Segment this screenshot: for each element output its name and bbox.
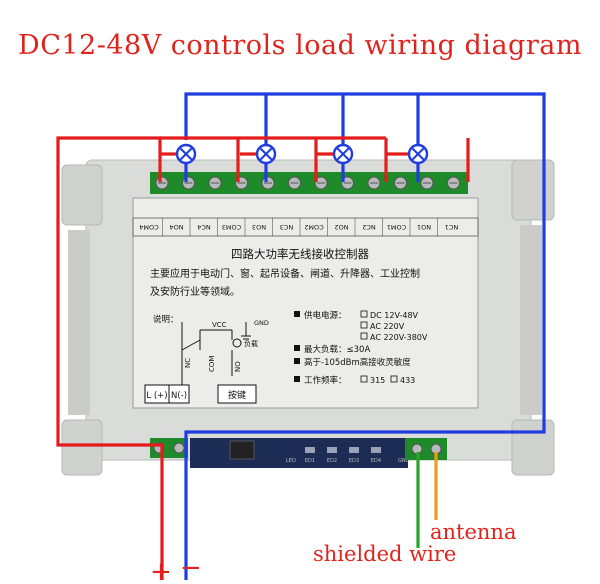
supply-option-2: AC 220V xyxy=(370,322,405,331)
schematic-vcc: VCC xyxy=(212,321,227,329)
pcb-led-label: ED3 xyxy=(349,458,359,464)
pcb-led xyxy=(305,447,315,453)
terminal-label: NO1 xyxy=(417,223,431,231)
pcb-leds: ED1 ED2 ED3 ED4 xyxy=(305,447,381,464)
schematic xyxy=(181,322,251,385)
legend-title: 说明： xyxy=(153,314,179,325)
pcb-gnd-label: GND xyxy=(398,458,410,464)
terminal-label: NC4 xyxy=(197,223,211,231)
spec-sensitivity: 高于-105dBm高接收灵敏度 xyxy=(304,357,411,368)
key-button xyxy=(217,384,257,404)
supply-option-checkbox-1 xyxy=(360,310,368,318)
shielded-wire-label: shielded wire xyxy=(313,542,456,566)
freq-option-2: 433 xyxy=(400,376,415,385)
terminal-label: COM3 xyxy=(222,223,241,231)
right-rail-slot xyxy=(520,225,542,415)
antenna-label: antenna xyxy=(430,520,516,544)
terminal-label: COM2 xyxy=(304,223,323,231)
pcb-led xyxy=(327,447,337,453)
pcb-led-label: ED2 xyxy=(327,458,337,464)
spec-bullet-supply xyxy=(294,311,300,317)
schematic-gnd: GND xyxy=(254,319,269,327)
terminal-label: NO2 xyxy=(334,223,348,231)
spec-frequency-label: 工作频率： xyxy=(304,375,347,386)
spec-bullet-max-load xyxy=(294,345,300,351)
blue-supply-wire xyxy=(184,92,546,580)
load-lamps xyxy=(175,143,429,165)
pcb-led-label: LED xyxy=(286,458,296,464)
left-mounting-ear xyxy=(61,164,103,226)
right-mounting-ear xyxy=(511,159,555,221)
n-minus-button xyxy=(168,384,190,404)
pcb-led xyxy=(371,447,381,453)
schematic-nc: NC xyxy=(184,358,192,368)
pcb-led-label: ED1 xyxy=(305,458,315,464)
terminal-label: NO4 xyxy=(169,223,183,231)
pcb-chip xyxy=(229,440,255,460)
lamp-cross xyxy=(179,147,193,161)
spec-bullet-frequency xyxy=(294,376,300,382)
terminal-label: NC1 xyxy=(445,223,459,231)
schematic-load-lamp xyxy=(232,338,242,348)
lamp-cross xyxy=(336,147,350,161)
terminal-label-row xyxy=(132,217,479,237)
schematic-no: NO xyxy=(234,361,242,372)
top-terminal-screws xyxy=(155,176,460,190)
right-mounting-ear-lower xyxy=(511,419,555,476)
terminal-label: NC3 xyxy=(280,223,294,231)
terminal-label: COM4 xyxy=(139,223,158,231)
left-mounting-ear-lower xyxy=(61,419,103,476)
schematic-load: 负载 xyxy=(244,339,258,348)
lamp-cross xyxy=(411,147,425,161)
lamp-cross xyxy=(259,147,273,161)
top-terminal-block xyxy=(150,172,468,194)
supply-option-checkbox-2 xyxy=(360,321,368,329)
spec-max-load: 最大负载：≤30A xyxy=(304,344,370,355)
panel-heading: 四路大功率无线接收控制器 xyxy=(231,247,369,261)
terminal-labels: COM4 NO4 NC4 COM3 NO3 NC3 COM2 NO2 NC2 COM1 NO1 NC1 xyxy=(139,218,458,236)
red-supply-wire xyxy=(56,136,164,580)
pcb-led-label: ED4 xyxy=(371,458,381,464)
schematic-com: COM xyxy=(208,356,216,372)
spec-supply-label: 供电电源： xyxy=(304,310,347,321)
power-terminal-screw-minus xyxy=(173,442,185,454)
spec-bullet-sensitivity xyxy=(294,358,300,364)
freq-option-checkbox-2 xyxy=(390,375,398,383)
pcb-led xyxy=(349,447,359,453)
terminal-label: COM1 xyxy=(387,223,406,231)
freq-option-checkbox-1 xyxy=(360,375,368,383)
freq-option-1: 315 xyxy=(370,376,385,385)
supply-option-checkbox-3 xyxy=(360,332,368,340)
l-plus-label: L (+) xyxy=(146,391,167,401)
red-branch-wires xyxy=(160,136,470,182)
terminal-label: NO3 xyxy=(252,223,266,231)
label-panel xyxy=(132,197,479,409)
n-minus-label: N(-) xyxy=(171,391,187,401)
minus-label: − xyxy=(180,553,202,583)
left-rail-slot xyxy=(68,230,90,415)
panel-description-line2: 及安防行业等领域。 xyxy=(150,285,240,298)
key-button-label: 按键 xyxy=(228,389,246,401)
supply-option-3: AC 220V-380V xyxy=(370,333,428,342)
terminal-label: NC2 xyxy=(362,223,376,231)
panel-description-line1: 主要应用于电动门、窗、起吊设备、闸道、升降器、工业控制 xyxy=(150,267,420,280)
diagram-title: DC12-48V controls load wiring diagram xyxy=(18,30,582,61)
supply-option-1: DC 12V-48V xyxy=(370,311,419,320)
plus-label: + xyxy=(150,557,172,584)
